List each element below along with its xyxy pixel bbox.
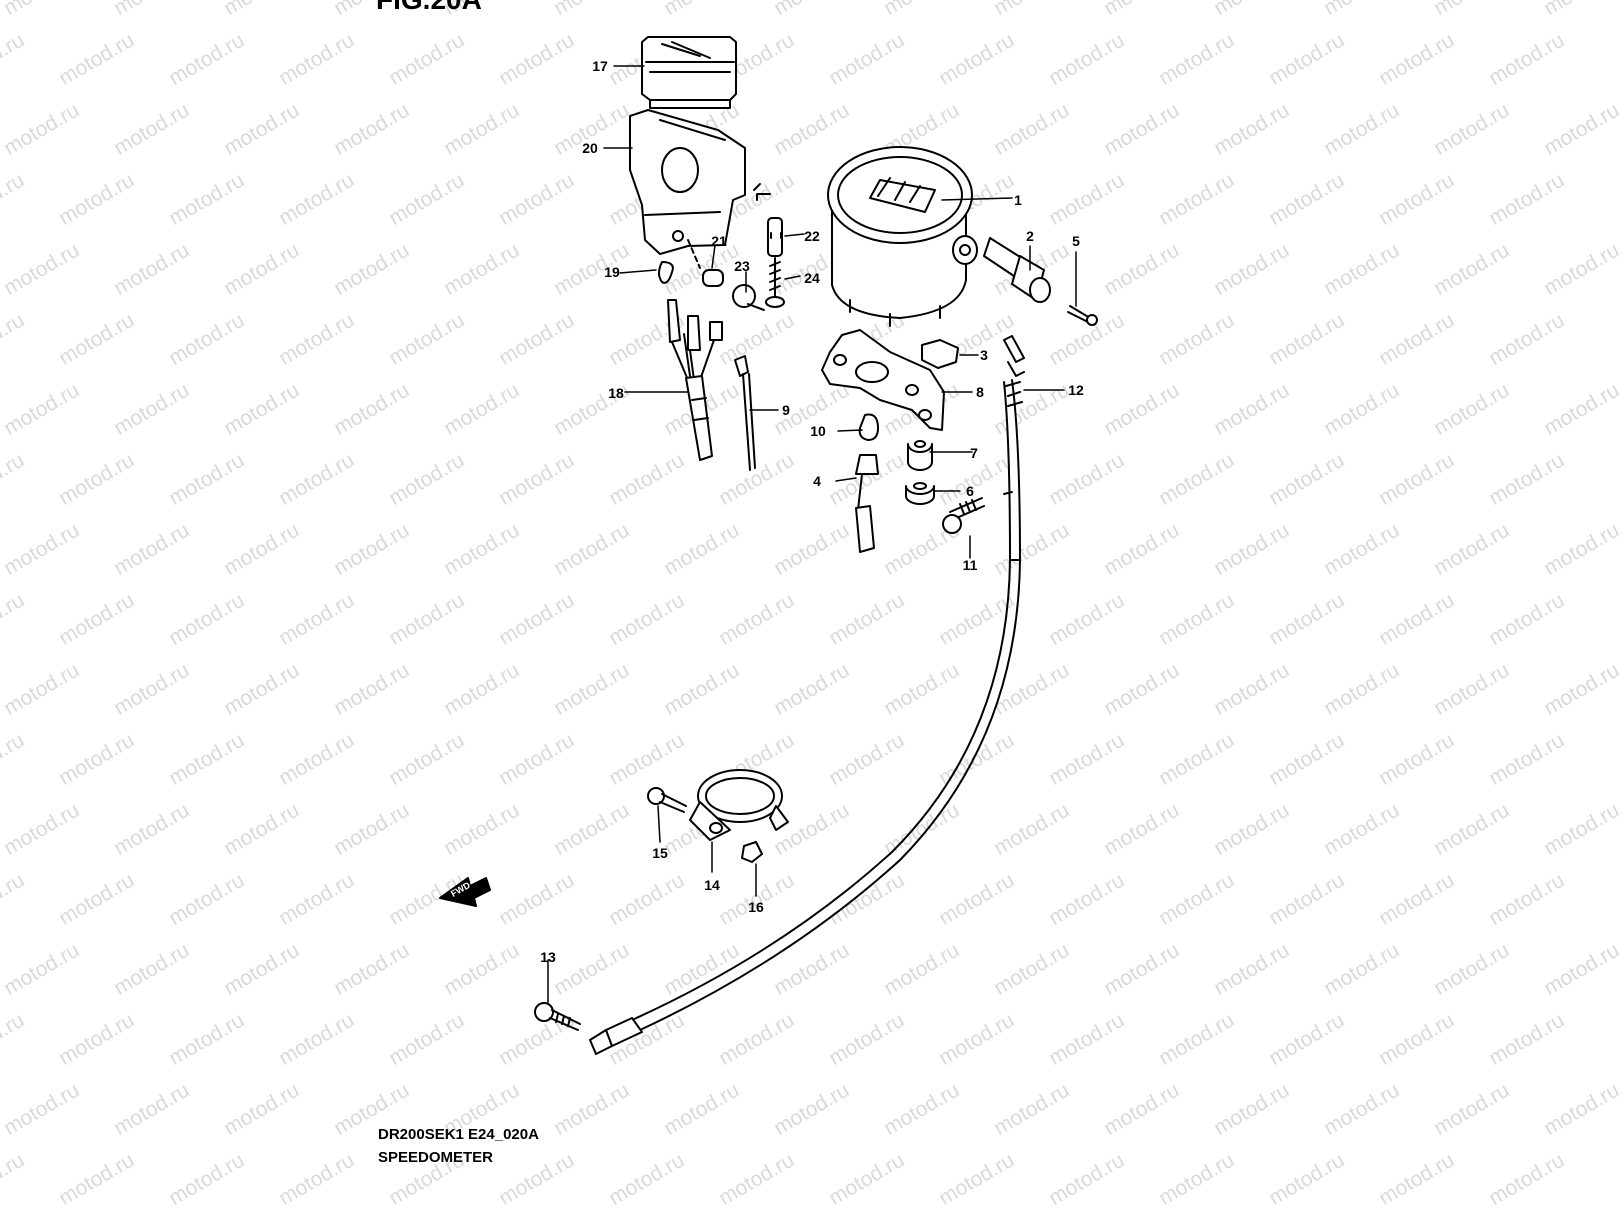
small-hardware-right [855,413,985,553]
callout-3: 3 [980,347,988,363]
callout-21: 21 [711,233,727,249]
callout-4: 4 [813,473,821,489]
callout-7: 7 [970,445,978,461]
callout-9: 9 [782,402,790,418]
small-hardware-left [658,183,785,311]
callout-labels: 17 20 19 18 21 23 22 24 9 10 4 1 2 5 3 8… [449,58,1084,965]
callout-23: 23 [734,258,750,274]
parts-diagram: 17 20 19 18 21 23 22 24 9 10 4 1 2 5 3 8… [439,36,1098,1055]
bolt-13-part [534,1002,581,1031]
callout-5: 5 [1072,233,1080,249]
callout-12: 12 [1068,382,1084,398]
indicator-housing-part [629,109,746,255]
callout-17: 17 [592,58,608,74]
callout-18: 18 [608,385,624,401]
callout-20: 20 [582,140,598,156]
callout-10: 10 [810,423,826,439]
callout-19: 19 [604,264,620,280]
speedometer-part [827,146,978,327]
wiring-harness-part [667,299,723,461]
callout-6: 6 [966,483,974,499]
meter-bracket-part [821,329,945,431]
callout-2: 2 [1026,228,1034,244]
callout-11: 11 [963,557,978,573]
callout-14: 14 [704,877,720,893]
callout-24: 24 [804,270,820,286]
figure-code: DR200SEK1 E24_020A [378,1126,539,1143]
indicator-cap-part [641,36,737,109]
callout-16: 16 [748,899,764,915]
trip-knob-part [983,237,1098,326]
figure-title: FIG.20A [376,0,482,16]
callout-15: 15 [652,845,668,861]
cushion-part [921,339,959,369]
speedometer-cable-part [589,335,1025,1055]
callout-1: 1 [1014,192,1022,208]
callout-13: 13 [540,949,556,965]
figure-name: SPEEDOMETER [378,1149,494,1166]
leader-lines [547,65,1077,1005]
callout-22: 22 [804,228,820,244]
forward-arrow-icon [439,877,491,907]
cable-clamp-part [647,769,789,863]
callout-8: 8 [976,384,984,400]
cable-tie-part [734,355,756,471]
